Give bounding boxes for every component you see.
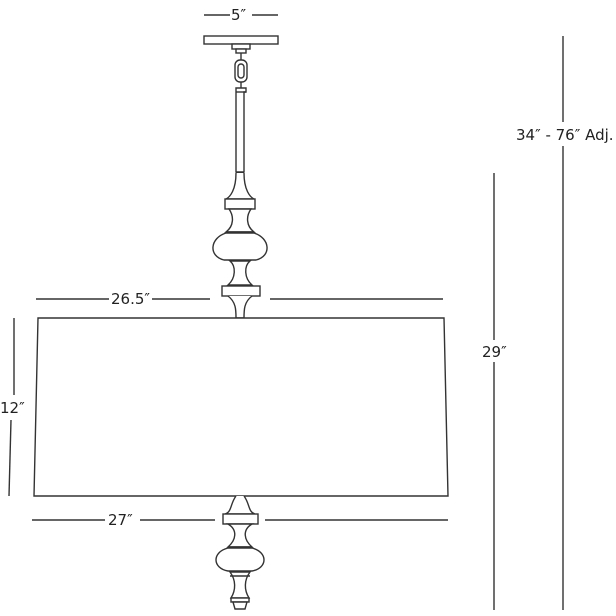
lamp-shade [33,317,449,497]
upper-bulb [212,232,268,261]
bottom-bulb [215,547,265,572]
canopy-plate [203,35,279,45]
shade-height-label: 12″ [0,399,25,417]
canopy-mount [231,43,251,50]
shade-top-width-label: 26.5″ [111,290,151,308]
shade-bottom-width-label: 27″ [108,511,133,529]
upper-flare [225,172,255,200]
canopy-width-label: 5″ [231,6,247,24]
upper-collar [224,198,256,210]
bottom-neck [224,495,256,515]
stem [235,87,247,173]
bottom-collar [222,513,259,525]
finial-tip [232,601,248,610]
shade-height-dim-bottom [8,419,12,497]
overall-height-label: 34″ - 76″ Adj. [516,126,614,144]
fixture-height-label: 29″ [482,343,507,361]
middle-collar [221,285,261,297]
